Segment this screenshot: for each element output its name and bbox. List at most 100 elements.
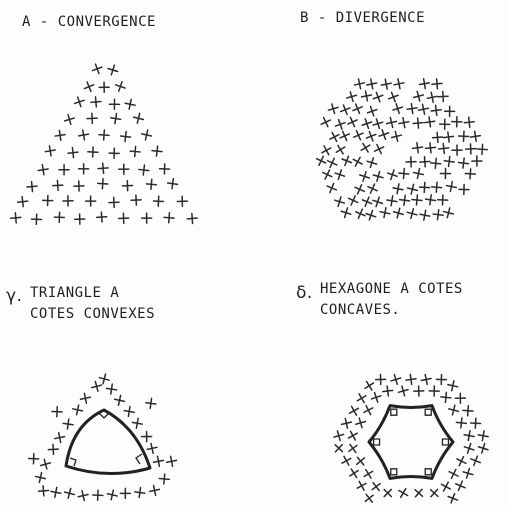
cross-mark (385, 116, 398, 129)
cross-mark (151, 145, 163, 157)
cross-mark (315, 155, 327, 167)
cross-mark (163, 212, 175, 224)
cross-mark (455, 417, 468, 429)
cross-mark (371, 481, 381, 492)
cross-mark (372, 91, 384, 103)
cross-mark (327, 103, 339, 115)
cross-mark (382, 385, 394, 397)
cross-mark (372, 118, 384, 130)
hexagon-outline (367, 404, 455, 480)
cross-mark (105, 383, 118, 395)
cross-mark (37, 485, 50, 497)
cross-mark (86, 112, 98, 125)
cross-mark (98, 81, 110, 94)
cross-mark (363, 468, 374, 479)
cross-mark (455, 480, 466, 492)
cross-mark (98, 373, 110, 385)
cross-mark (152, 195, 165, 208)
cross-mark (131, 417, 143, 429)
cross-mark (361, 118, 373, 130)
cross-mark (412, 117, 424, 129)
cross-mark (176, 195, 189, 208)
cross-mark (457, 157, 470, 169)
cross-mark (365, 130, 377, 142)
cross-mark (321, 145, 332, 156)
cross-mark (63, 113, 75, 126)
cross-mark (436, 194, 449, 206)
cross-mark (430, 157, 442, 170)
cross-mark (458, 130, 470, 142)
cross-mark (73, 213, 86, 225)
cross-mark (356, 480, 367, 491)
panel-d-marker: δ. (296, 283, 313, 303)
cross-mark (186, 212, 198, 225)
convergence-pattern (10, 63, 198, 226)
corner-mark (69, 457, 77, 467)
cross-mark (392, 207, 405, 219)
cross-mark (341, 155, 353, 167)
cross-mark (341, 455, 352, 466)
cross-mark (77, 129, 90, 141)
cross-mark (124, 98, 136, 110)
cross-mark (361, 196, 373, 208)
cross-mark (91, 63, 103, 75)
cross-mark (392, 103, 404, 115)
cross-mark (44, 145, 56, 157)
cross-mark (140, 430, 153, 443)
cross-mark (424, 116, 436, 128)
cross-mark (67, 146, 79, 159)
cross-mark (117, 212, 130, 225)
cross-mark (62, 418, 74, 430)
cross-mark (52, 179, 64, 192)
cross-mark (413, 385, 425, 397)
cross-mark (398, 167, 410, 180)
cross-mark (398, 194, 411, 206)
cross-mark (62, 195, 74, 207)
cross-mark (27, 452, 40, 465)
cross-mark (383, 488, 393, 498)
cross-mark (106, 489, 118, 501)
cross-mark (451, 144, 463, 156)
cross-mark (334, 196, 346, 208)
cross-mark (340, 207, 352, 219)
cross-mark (339, 104, 351, 116)
cross-mark (366, 157, 378, 169)
cross-mark (476, 143, 489, 156)
cross-mark (73, 96, 85, 108)
cross-mark (39, 458, 52, 470)
cross-mark (146, 442, 158, 454)
cross-mark (372, 170, 384, 182)
cross-mark (77, 163, 90, 175)
panel-d-title-line1: HEXAGONE A COTES (320, 281, 463, 297)
cross-mark (393, 78, 405, 90)
cross-mark (419, 156, 431, 168)
cross-mark (145, 397, 157, 410)
cross-mark (353, 129, 364, 141)
cross-mark (365, 209, 377, 221)
panel-b-title: B - DIVERGENCE (300, 10, 426, 26)
cross-mark (356, 393, 367, 404)
cross-mark (359, 170, 371, 182)
cross-mark (390, 373, 402, 386)
cross-mark (63, 487, 76, 499)
corner-mark (372, 438, 381, 446)
cross-mark (73, 180, 85, 192)
cross-mark (347, 116, 358, 128)
cross-mark (463, 442, 475, 454)
cross-mark (412, 90, 425, 102)
cross-mark (392, 183, 404, 195)
cross-mark (92, 489, 104, 501)
cross-mark (464, 168, 477, 180)
cross-mark (84, 195, 97, 207)
cross-mark (418, 77, 431, 90)
cross-mark (456, 455, 467, 467)
cross-mark (355, 417, 367, 429)
cross-mark (51, 405, 63, 418)
cross-mark (145, 178, 158, 191)
cross-mark (364, 380, 375, 391)
cross-mark (477, 442, 489, 454)
cross-mark (91, 380, 103, 392)
cross-mark (428, 385, 440, 397)
